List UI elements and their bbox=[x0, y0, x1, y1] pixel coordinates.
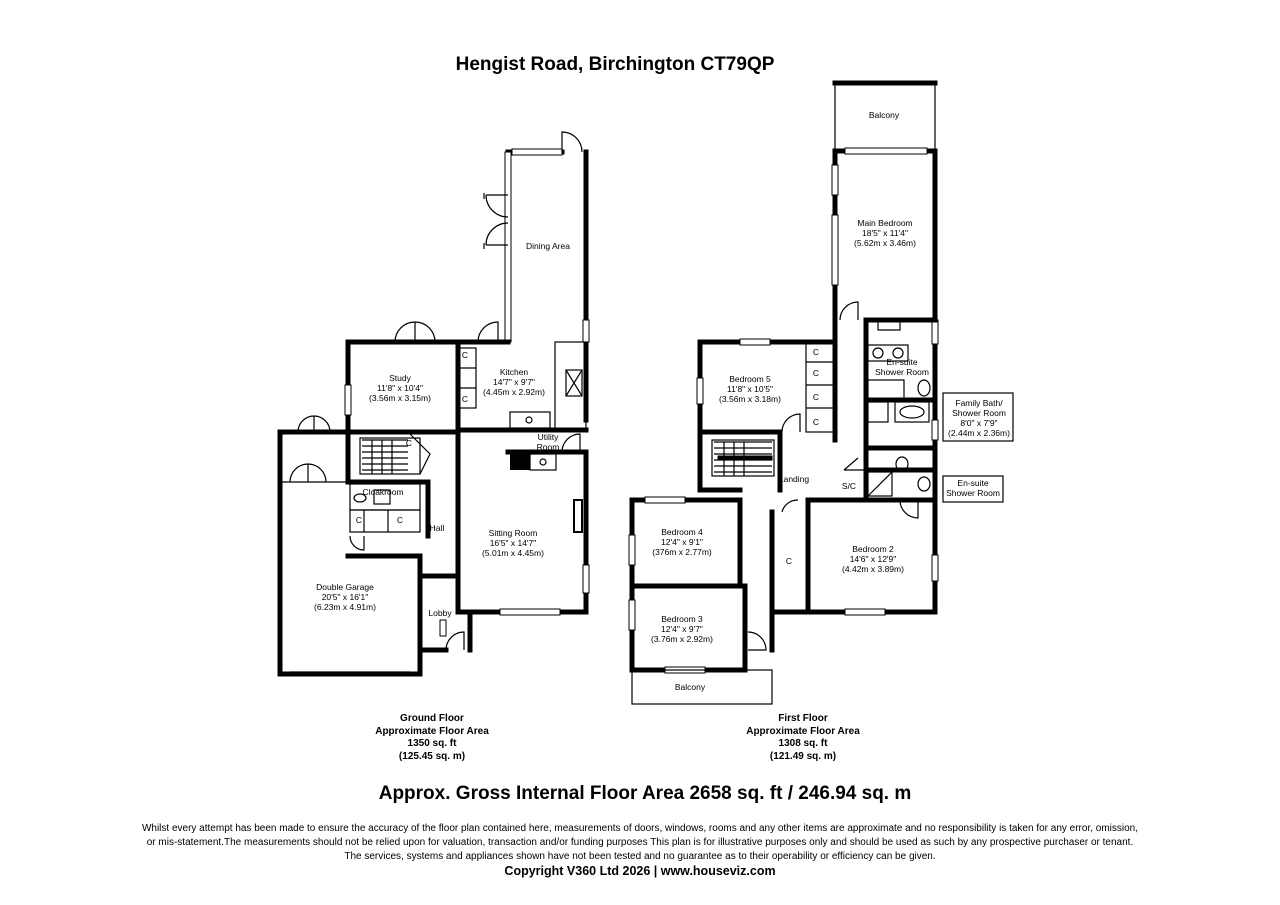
bedroom-4-label: Bedroom 4 bbox=[661, 527, 703, 537]
garage-label: Double Garage bbox=[316, 582, 374, 592]
floor-plan: Dining Area Kitchen 14'7" x 9'7" (4.45m … bbox=[277, 80, 1014, 705]
sitting-room-imperial: 16'5" x 14'7" bbox=[490, 538, 537, 548]
family-bath-imperial: 8'0" x 7'9" bbox=[960, 418, 997, 428]
family-bath-walls bbox=[863, 397, 939, 472]
balcony-bottom-outline bbox=[631, 669, 773, 705]
utility-label: Utility bbox=[538, 432, 560, 442]
disclaimer: Whilst every attempt has been made to en… bbox=[90, 822, 1190, 864]
page-title: Hengist Road, Birchington CT79QP bbox=[455, 54, 775, 75]
main-bedroom-walls bbox=[831, 147, 939, 503]
cupboard-label: C bbox=[813, 368, 819, 378]
garage-metric: (6.23m x 4.91m) bbox=[314, 602, 376, 612]
lobby-label: Lobby bbox=[428, 608, 452, 618]
cupboard-label: C bbox=[462, 350, 468, 360]
ensuite-1-label-2: Shower Room bbox=[875, 367, 929, 377]
ensuite-2-label-2: Shower Room bbox=[946, 488, 1000, 498]
ensuite-2-callout bbox=[942, 475, 1004, 503]
utility-label-2: Room bbox=[537, 442, 560, 452]
copyright: Copyright V360 Ltd 2026 | www.houseviz.c… bbox=[504, 864, 776, 878]
bedroom-2-metric: (4.42m x 3.89m) bbox=[842, 564, 904, 574]
disclaimer-line-2: or mis-statement.The measurements should… bbox=[146, 837, 1134, 848]
cupboard-label: C bbox=[397, 515, 403, 525]
utility-walls bbox=[505, 433, 589, 471]
family-bath-label: Family Bath/ bbox=[955, 398, 1003, 408]
dining-label: Dining Area bbox=[526, 241, 570, 251]
ground-floor-area-sqm: (125.45 sq. m) bbox=[398, 750, 466, 762]
bedroom-5-label: Bedroom 5 bbox=[729, 374, 771, 384]
cupboard-label: C bbox=[462, 394, 468, 404]
bedroom-3-imperial: 12'4" x 9'7" bbox=[661, 624, 703, 634]
main-bedroom-label: Main Bedroom bbox=[857, 218, 912, 228]
cupboard-label: C bbox=[406, 438, 412, 448]
bedroom-5-metric: (3.56m x 3.18m) bbox=[719, 394, 781, 404]
cupboard-label: C bbox=[813, 417, 819, 427]
cupboard-label: C bbox=[786, 556, 792, 566]
ground-floor-area-label: Approximate Floor Area bbox=[375, 725, 489, 737]
bedroom-3-metric: (3.76m x 2.92m) bbox=[651, 634, 713, 644]
ground-floor-title: Ground Floor bbox=[400, 713, 464, 724]
cloakroom-label: Cloakroom bbox=[362, 487, 403, 497]
first-floor-area-sqft: 1308 sq. ft bbox=[778, 738, 828, 749]
garage-imperial: 20'5" x 16'1" bbox=[322, 592, 369, 602]
cupboard-label: C bbox=[813, 392, 819, 402]
lobby-walls bbox=[417, 573, 473, 653]
hall-walls bbox=[345, 429, 461, 579]
sitting-room-label: Sitting Room bbox=[489, 528, 538, 538]
kitchen-label: Kitchen bbox=[500, 367, 529, 377]
balcony-bottom-label: Balcony bbox=[675, 682, 706, 692]
hall-label: Hall bbox=[430, 523, 445, 533]
bedroom-5-walls bbox=[696, 317, 838, 443]
kitchen-imperial: 14'7" x 9'7" bbox=[493, 377, 535, 387]
landing-label: Landing bbox=[779, 474, 810, 484]
study-imperial: 11'8" x 10'4" bbox=[377, 383, 423, 393]
first-floor-area-label: Approximate Floor Area bbox=[746, 725, 860, 737]
ground-floor-area-sqft: 1350 sq. ft bbox=[407, 738, 457, 749]
first-floor-plan bbox=[628, 80, 1014, 705]
main-bedroom-metric: (5.62m x 3.46m) bbox=[854, 238, 916, 248]
first-floor-summary: First Floor Approximate Floor Area 1308 … bbox=[723, 713, 883, 763]
first-floor-area-sqm: (121.49 sq. m) bbox=[769, 750, 837, 762]
bedroom-4-imperial: 12'4" x 9'1" bbox=[661, 537, 703, 547]
family-bath-callout bbox=[942, 392, 1014, 442]
disclaimer-line-1: Whilst every attempt has been made to en… bbox=[141, 823, 1139, 834]
cupboard-label: C bbox=[356, 515, 362, 525]
landing-walls bbox=[697, 429, 783, 493]
balcony-top-label: Balcony bbox=[869, 110, 900, 120]
bedroom-5-imperial: 11'8" x 10'5" bbox=[727, 384, 773, 394]
bedroom-4-metric: (376m x 2.77m) bbox=[652, 547, 712, 557]
bedroom-4-walls bbox=[628, 496, 743, 589]
disclaimer-line-3: The services, systems and appliances sho… bbox=[344, 851, 936, 862]
cupboard-walls bbox=[769, 497, 811, 615]
cupboard-label: C bbox=[813, 347, 819, 357]
sitting-room-metric: (5.01m x 4.45m) bbox=[482, 548, 544, 558]
study-walls bbox=[344, 321, 477, 435]
bedroom-2-imperial: 14'6" x 12'9" bbox=[850, 554, 897, 564]
main-bedroom-imperial: 18'5" x 11'4" bbox=[862, 228, 908, 238]
ensuite-2-label: En-suite bbox=[957, 478, 988, 488]
bedroom-3-label: Bedroom 3 bbox=[661, 614, 703, 624]
ensuite-2-walls bbox=[843, 457, 938, 497]
ground-floor-plan bbox=[277, 131, 590, 677]
gross-floor-area: Approx. Gross Internal Floor Area 2658 s… bbox=[378, 783, 912, 804]
family-bath-label-2: Shower Room bbox=[952, 408, 1006, 418]
study-label: Study bbox=[389, 373, 411, 383]
ensuite-1-label: En-suite bbox=[886, 357, 917, 367]
ground-floor-summary: Ground Floor Approximate Floor Area 1350… bbox=[352, 713, 512, 763]
sc-label: S/C bbox=[842, 481, 856, 491]
kitchen-metric: (4.45m x 2.92m) bbox=[483, 387, 545, 397]
bedroom-2-label: Bedroom 2 bbox=[852, 544, 894, 554]
sitting-room-walls bbox=[455, 427, 590, 616]
family-bath-metric: (2.44m x 2.36m) bbox=[948, 428, 1010, 438]
study-metric: (3.56m x 3.15m) bbox=[369, 393, 431, 403]
first-floor-title: First Floor bbox=[778, 713, 828, 724]
bedroom-2-walls bbox=[805, 497, 939, 616]
